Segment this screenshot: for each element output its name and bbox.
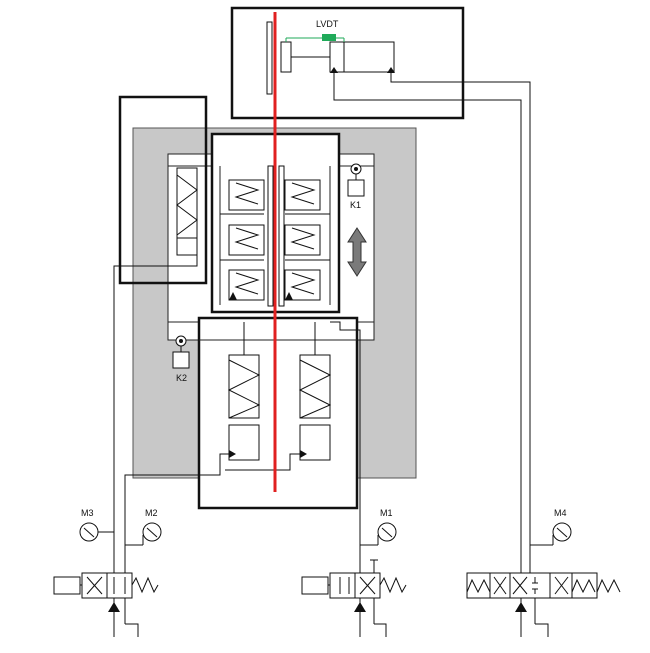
gauge-m4-label: M4 [554,508,567,518]
spool-stage-right-1 [284,179,321,211]
actuator-cylinder-left [227,322,261,461]
k2-label: K2 [176,373,187,383]
gauge-m2-label: M2 [145,508,158,518]
gauge-m3 [79,522,114,542]
lvdt-plate [266,21,273,95]
gauge-m3-label: M3 [81,508,94,518]
spool-stage-right-3 [284,269,321,301]
gauge-m1-label: M1 [380,508,393,518]
spool-stage-left-3 [228,269,265,301]
gauge-m2 [125,522,162,546]
spool-stage-left-2 [228,224,265,256]
pilot-spool [176,167,198,256]
gauge-m4 [530,522,572,546]
actuator-cylinder-right [298,322,332,461]
pilot-box [118,95,208,285]
lvdt-sensor [322,34,336,41]
gauge-m1 [360,522,397,546]
spool-stage-right-2 [284,224,321,256]
k1-label: K1 [350,200,361,210]
lvdt-cylinder-left [329,41,345,73]
stroke-direction-arrow [347,227,367,277]
lvdt-label: LVDT [316,19,339,29]
directional-valve-middle [301,545,407,637]
lvdt-piston [280,41,292,73]
actuator-box [197,316,359,510]
lvdt-cylinder-right [343,41,395,73]
directional-valve-left [53,545,159,637]
k2-sensor [172,335,190,369]
directional-valve-right [466,545,621,637]
k1-sensor [347,163,365,197]
spool-stage-left-1 [228,179,265,211]
